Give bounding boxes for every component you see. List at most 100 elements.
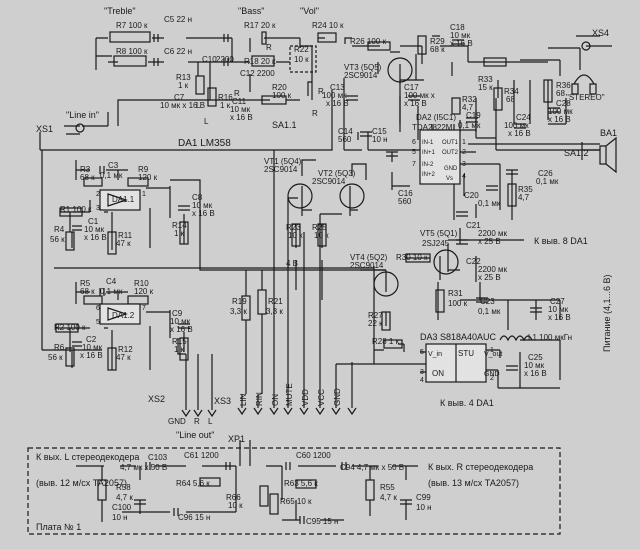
net-4v: 4 В — [286, 259, 298, 268]
r10-value: 120 к — [134, 287, 154, 296]
r18-label: R18 20 к — [244, 57, 276, 66]
resistor-r26-body — [367, 41, 391, 51]
resistor-r31-body — [435, 289, 445, 313]
ba1-label: BA1 — [600, 128, 617, 138]
resistor-r19-body — [241, 295, 251, 321]
da2-pin-3: 3 — [462, 161, 466, 168]
r9-value: 120 к — [138, 173, 158, 182]
c25-label: C25 — [528, 353, 543, 362]
r33-label: R33 — [478, 75, 493, 84]
resistor-r36-body — [543, 79, 553, 103]
r2-label: R2 100 к — [54, 323, 86, 332]
resistor-r2-body — [55, 323, 79, 333]
r63-label: R63 5,6 к — [284, 479, 318, 488]
pot-r8-body — [113, 55, 147, 67]
da2-pin-out1: OUT1 — [442, 140, 459, 146]
da3-vout: V_out — [484, 351, 502, 358]
c18-voltage: х 16 В — [450, 39, 473, 48]
c11-value: 10 мк — [230, 105, 251, 114]
xs2-label: XS2 — [148, 394, 165, 404]
c6-label: C6 22 н — [164, 47, 192, 56]
c2-voltage: х 16 В — [80, 351, 103, 360]
xs1-label: XS1 — [36, 124, 53, 134]
da1-2-pin-c: 7 — [142, 305, 146, 312]
xs3-pin-gnd: GND — [333, 388, 342, 406]
c24-value: 100 мк — [504, 121, 529, 130]
xs3-pin-vdd: VDD — [301, 389, 310, 406]
resistor-r65-body — [269, 493, 279, 515]
resistor-r33-body — [483, 57, 507, 67]
resistor-r3-body — [83, 177, 103, 187]
c17-label: C17 — [404, 83, 419, 92]
r25-value: 10 к — [314, 231, 329, 240]
r12-value: 47 к — [116, 353, 131, 362]
r35-value: 4,7 — [518, 193, 530, 202]
c24-voltage: х 16 В — [508, 129, 531, 138]
c18-value: 10 мк — [450, 31, 471, 40]
r15-label: R15 — [172, 337, 187, 346]
c17-voltage: х 16 В — [404, 99, 427, 108]
da2-body — [419, 129, 461, 185]
plate-title: Плата № 1 — [36, 522, 81, 532]
r64-label: R64 5,6 к — [176, 479, 210, 488]
resistor-r28-body — [383, 339, 403, 349]
r34-label: R34 — [504, 87, 519, 96]
c8-value: 10 мк — [192, 201, 213, 210]
c12-label: C12 2200 — [240, 69, 275, 78]
resistor-r30-body — [405, 253, 431, 263]
c3-label: C3 — [108, 161, 119, 170]
r23-value: 10 к — [288, 231, 303, 240]
c7-label: C7 — [174, 93, 185, 102]
bass-label: "Bass" — [238, 6, 264, 16]
r13-label: R13 — [176, 73, 191, 82]
xs2-pin-gnd: GND — [168, 417, 186, 426]
da3-pin-4: 4 — [420, 377, 424, 384]
r4-label: R4 — [54, 225, 65, 234]
c23-value: 0,1 мк — [478, 307, 501, 316]
da3-pin-1: 1 — [490, 347, 494, 354]
c24-label: C24 — [516, 113, 531, 122]
r7-label: R7 100 к — [116, 21, 148, 30]
sa1-1-label: SA1.1 — [272, 120, 297, 130]
da2-pin-5: 5 — [412, 149, 416, 156]
r31-value: 100 к — [448, 299, 468, 308]
r14-value: 1 к — [174, 229, 185, 238]
resistor-r35-body — [507, 183, 517, 207]
da1-1-pin-c: 1 — [142, 191, 146, 198]
xs3-pin-rin: RIN — [255, 392, 264, 406]
c26-label: C26 — [538, 169, 553, 178]
resistor-r58-body — [97, 479, 107, 501]
c19-value: 0,1 мк — [458, 121, 481, 130]
r34-value: 68 — [506, 95, 515, 104]
da2-pin-in-plus1: IN+1 — [422, 150, 436, 156]
c2-value: 10 мк — [82, 343, 103, 352]
c60-label: C60 1200 — [296, 451, 331, 460]
c95-label: C95 15 н — [306, 517, 338, 526]
plate-right-line1: К вых. R стереодекодера — [428, 462, 533, 472]
r20-value: 100 к — [272, 91, 292, 100]
pot-r24-body — [317, 32, 337, 43]
da2-ref-label: DA2 (I5C1) — [416, 113, 456, 122]
resistor-r12-body — [107, 347, 117, 371]
r8-label: R8 100 к — [116, 47, 148, 56]
xs3-pin-lin: LIN — [239, 393, 248, 406]
xs4-label: XS4 — [592, 28, 609, 38]
resistor-r15-body — [179, 337, 189, 361]
resistor-r63-body — [295, 479, 317, 489]
vt5-body — [433, 249, 459, 275]
c14-value: 560 — [338, 135, 352, 144]
da2-pin-7: 7 — [412, 161, 416, 168]
da1-2-pin-a: 6 — [96, 305, 100, 312]
c27-value: 10 мк — [548, 305, 569, 314]
c28-voltage: х 16 В — [548, 115, 571, 124]
r35-label: R35 — [518, 185, 533, 194]
plate-left-line1: К вых. L стереодекодера — [36, 452, 139, 462]
c28-label: C28 — [556, 99, 571, 108]
net-r-top: R — [234, 89, 240, 98]
c4-value: 0,1 мк — [100, 287, 123, 296]
r21-label: R21 — [268, 297, 283, 306]
resistor-r9-body — [127, 177, 149, 187]
da1-1-pin-b: 3 — [96, 205, 100, 212]
resistor-r25-body — [317, 223, 327, 247]
resistor-r11-body — [107, 231, 117, 255]
